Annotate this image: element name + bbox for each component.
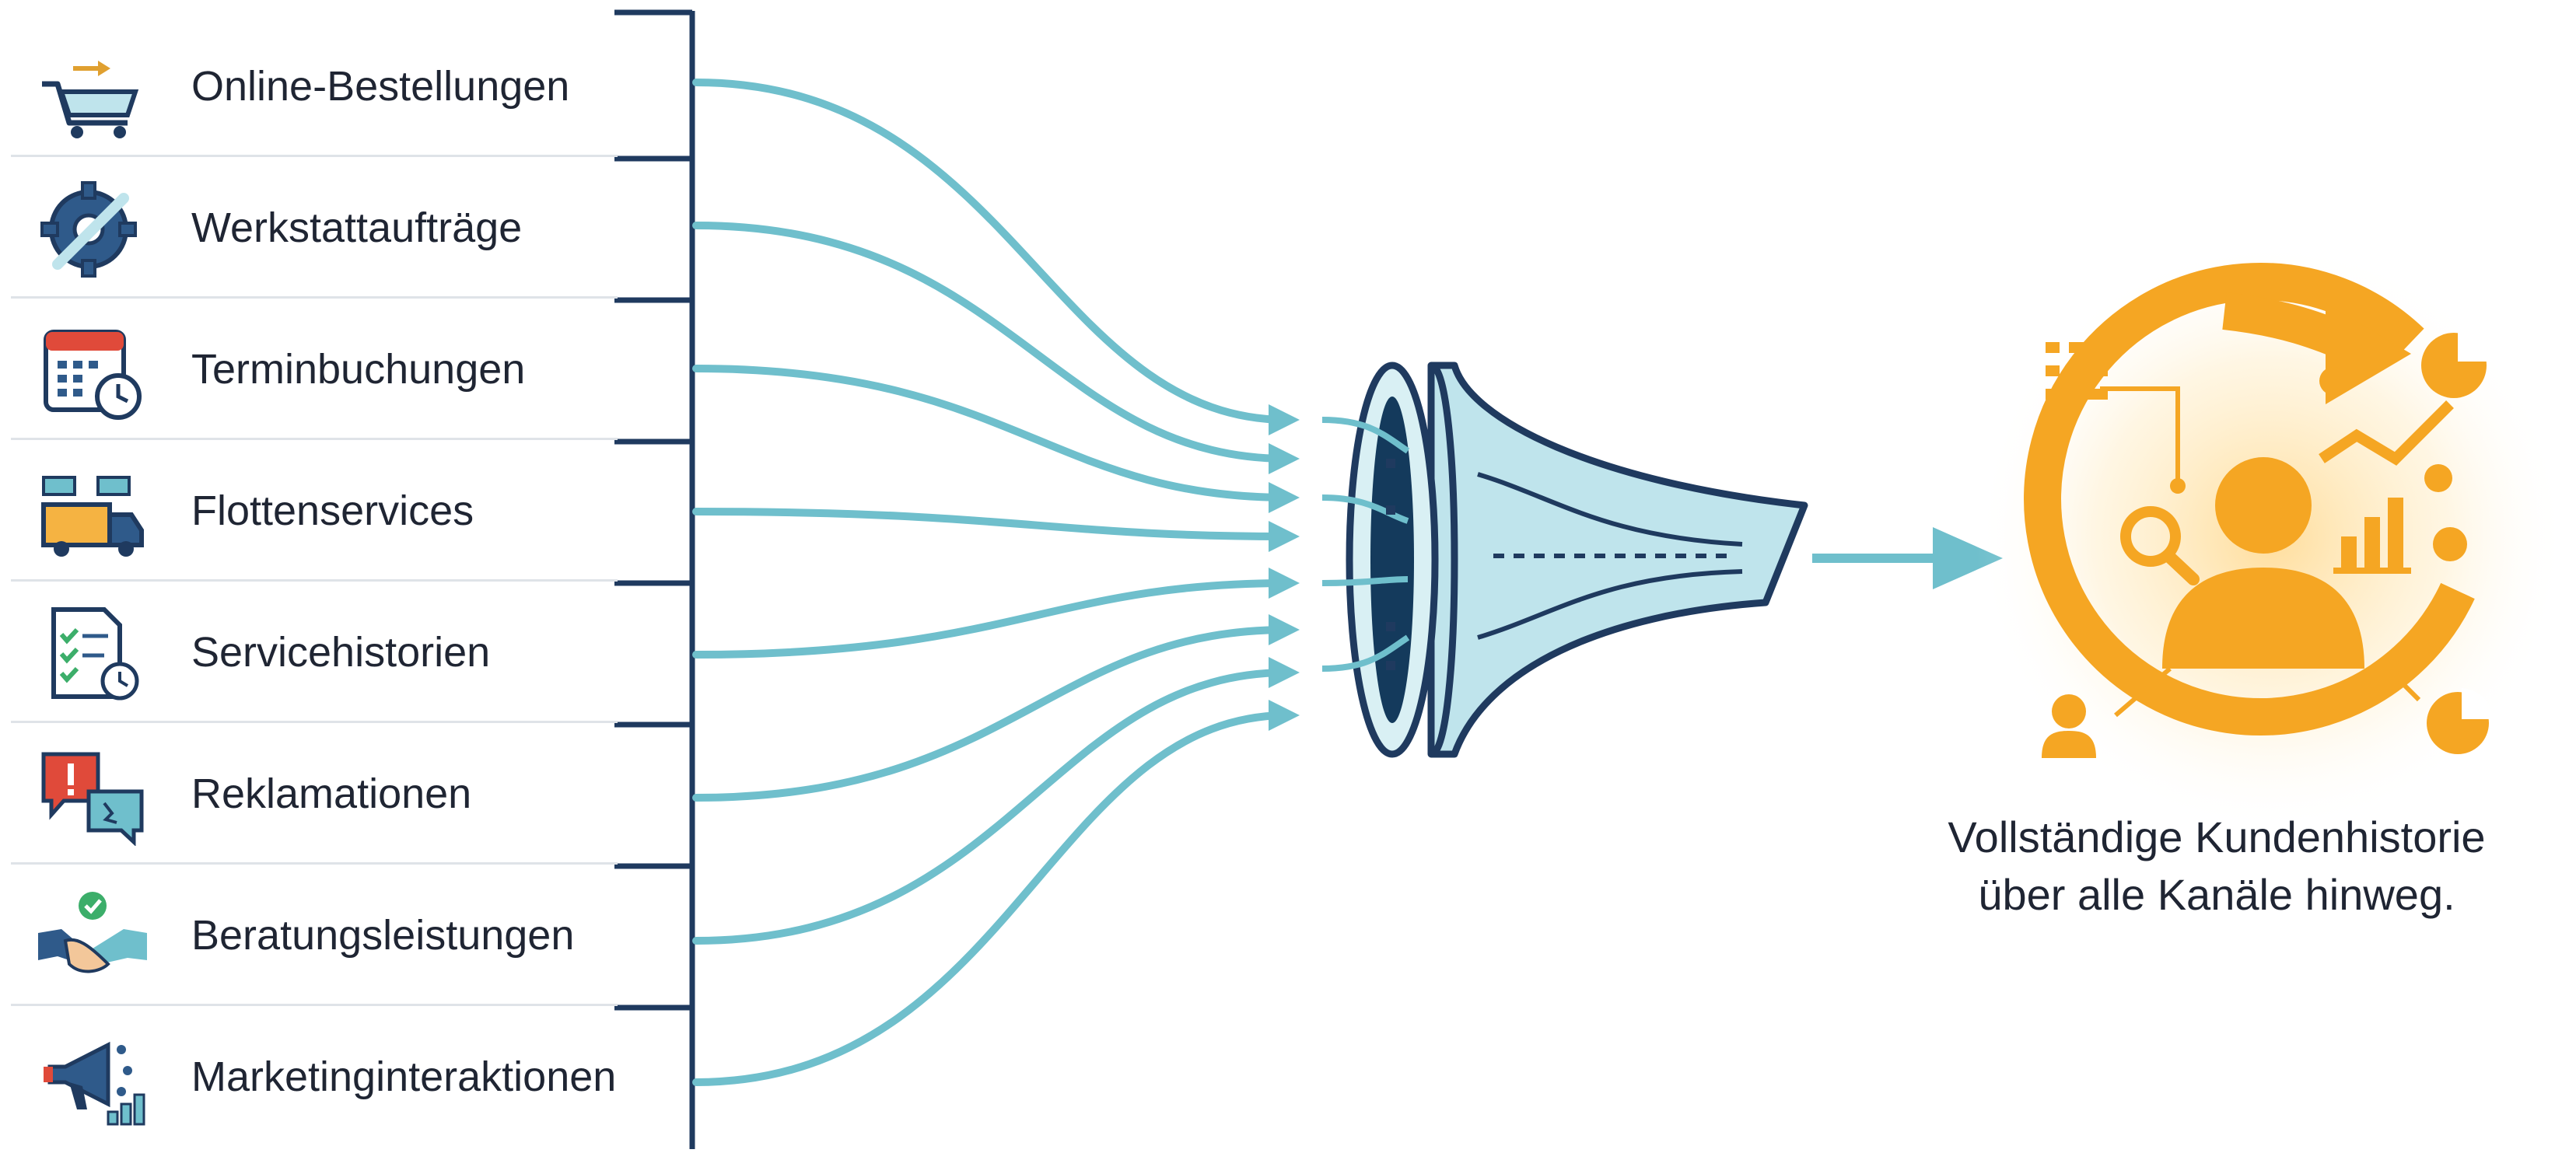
channel-label: Flottenservices <box>191 440 474 582</box>
channel-label: Servicehistorien <box>191 582 490 723</box>
gear-wrench-icon <box>34 179 151 280</box>
result-caption: Vollständige Kundenhistorie über alle Ka… <box>1921 809 2512 924</box>
shopping-cart-icon <box>34 37 151 138</box>
data-funnel-icon <box>1322 365 1804 754</box>
channel-label: Online-Bestellungen <box>191 16 569 157</box>
flow-lines <box>696 82 1287 1082</box>
channel-label: Beratungsleistungen <box>191 865 574 1006</box>
channel-row-terminbuchungen: Terminbuchungen <box>11 299 618 440</box>
output-arrow <box>1812 527 2003 589</box>
channel-row-servicehistorien: Servicehistorien <box>11 582 618 723</box>
channel-row-flottenservices: Flottenservices <box>11 440 618 582</box>
channel-row-reklamationen: Reklamationen <box>11 723 618 865</box>
channel-label: Terminbuchungen <box>191 299 525 440</box>
megaphone-icon <box>34 1028 151 1129</box>
channel-row-werkstattauftraege: Werkstattaufträge <box>11 157 618 299</box>
flow-line-terminbuchungen <box>696 369 1287 498</box>
channel-row-beratungsleistungen: Beratungsleistungen <box>11 865 618 1006</box>
channel-row-marketinginteraktionen: Marketinginteraktionen <box>11 1006 618 1148</box>
truck-fleet-icon <box>34 462 151 563</box>
result-caption-line1: Vollständige Kundenhistorie <box>1921 809 2512 866</box>
complaint-chat-icon <box>34 745 151 846</box>
calendar-clock-icon <box>34 320 151 421</box>
customer-360-icon <box>1976 241 2567 832</box>
channel-label: Marketinginteraktionen <box>191 1006 616 1148</box>
handshake-icon <box>34 886 151 987</box>
checklist-history-icon <box>34 603 151 704</box>
flow-line-beratungsleistungen <box>696 673 1287 941</box>
channel-label: Werkstattaufträge <box>191 157 522 299</box>
flow-line-marketinginteraktionen <box>696 715 1287 1082</box>
channel-list: Online-Bestellungen Werkstattaufträge <box>0 0 700 1153</box>
channel-row-online-bestellungen: Online-Bestellungen <box>11 16 618 157</box>
flow-line-servicehistorien <box>696 583 1287 655</box>
flow-line-flottenservices <box>696 512 1287 536</box>
result-caption-line2: über alle Kanäle hinweg. <box>1921 866 2512 924</box>
channel-label: Reklamationen <box>191 723 471 865</box>
